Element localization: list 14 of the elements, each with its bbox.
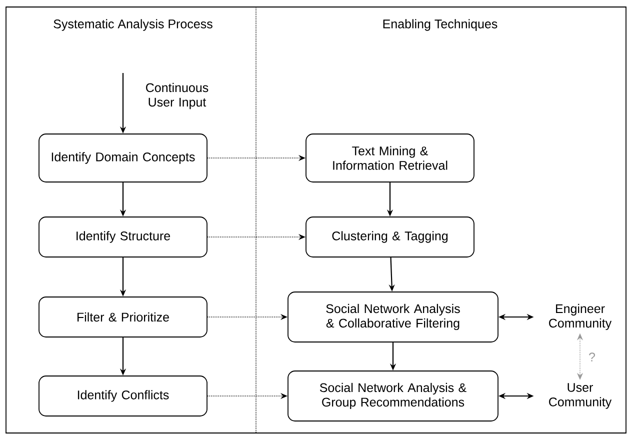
process-box: Identify Structure: [38, 216, 208, 258]
community-label: Engineer Community: [549, 304, 612, 330]
process-box: Text Mining & Information Retrieval: [306, 134, 474, 182]
panel-heading: Systematic Analysis Process: [54, 19, 212, 31]
process-box: Identify Domain Concepts: [38, 134, 208, 182]
process-box: Identify Conflicts: [38, 376, 208, 416]
process-box: Social Network Analysis & Collaborative Filtering: [288, 292, 498, 342]
process-box: Clustering & Tagging: [306, 216, 474, 258]
community-label: User Community: [549, 383, 612, 409]
edge-label: ?: [589, 352, 596, 362]
edge-label: Continuous User Input: [146, 82, 208, 110]
process-box: Social Network Analysis & Group Recommendations: [288, 370, 498, 422]
process-box: Filter & Prioritize: [38, 296, 208, 338]
panel-heading: Enabling Techniques: [383, 19, 498, 31]
